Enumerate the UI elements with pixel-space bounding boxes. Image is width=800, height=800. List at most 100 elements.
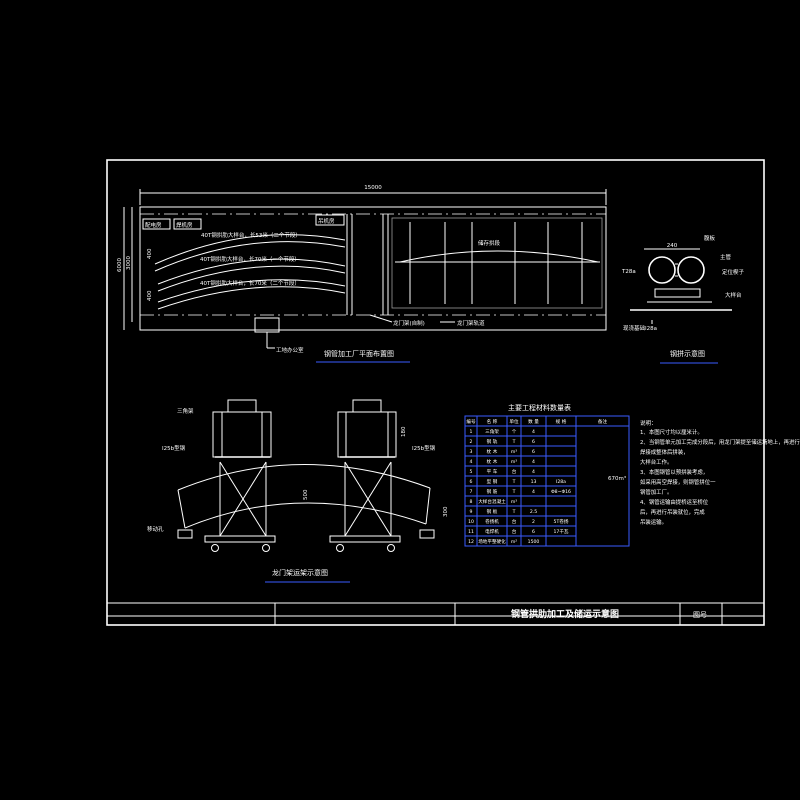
- splice-platform: 大样台: [725, 291, 742, 299]
- table-cell: T: [512, 489, 516, 495]
- notes-line: 大样台工作。: [640, 458, 672, 466]
- table-cell: 钢 轨: [487, 438, 498, 445]
- tag-welder-room: 焊机房: [176, 221, 193, 229]
- table-cell: m²: [511, 540, 517, 545]
- splice-left-label: T28a: [621, 269, 636, 275]
- table-cell: 三角架: [485, 428, 499, 435]
- table-cell: 9: [470, 509, 473, 515]
- table-cell: 2.5: [530, 509, 537, 515]
- office-label: 工地办公室: [276, 346, 304, 354]
- notes-line: 4、钢管运输由提桥运至桥位: [640, 498, 709, 506]
- table-cell: 台: [512, 518, 517, 525]
- splice-detail: 240 腹板 T28a 主管 定位楔子 大样台 现浇基础I28a 钢拼示意图: [621, 234, 745, 364]
- gantry-span: 500: [303, 489, 309, 500]
- table-merged-note-a: 670m³: [608, 475, 626, 482]
- table-cell: 2: [532, 519, 535, 525]
- table-cell: 4: [532, 469, 535, 475]
- table-cell: T: [512, 509, 516, 515]
- gantry-dim-h2: 300: [443, 506, 449, 517]
- table-cell: 12: [468, 539, 474, 545]
- gantry-chain-left: [346, 214, 353, 315]
- table-cell: Φ8~Φ16: [551, 489, 571, 495]
- splice-dim: 240: [667, 243, 678, 249]
- table-cell: 平 车: [487, 468, 498, 475]
- steel-right-label: I25b型钢: [412, 444, 436, 452]
- table-header-cell: 单位: [509, 418, 519, 425]
- plan-height-outer: 6000: [117, 258, 123, 272]
- gantry-label: 龙门架(自制): [393, 319, 425, 327]
- table-cell: 1: [470, 429, 473, 435]
- table-cell: 型 钢: [487, 478, 498, 485]
- table-cell: 大样台混凝土: [478, 498, 506, 505]
- notes-line: 钢管加工厂。: [640, 488, 672, 496]
- table-cell: 枕 木: [487, 458, 498, 465]
- table-cell: m³: [511, 459, 517, 465]
- table-cell: 6: [532, 439, 535, 445]
- table-cell: 场地平整硬化: [478, 538, 506, 545]
- bed-row-1: 40T钢拱肋大样台，长53米（二个节段）: [201, 231, 301, 239]
- table-cell: 钢 板: [487, 508, 498, 515]
- table-cell: m³: [511, 449, 517, 455]
- table-cell: T: [512, 479, 516, 485]
- gantry-dim-h1: 180: [401, 426, 407, 437]
- table-header-cell: 数 量: [528, 418, 539, 425]
- storage-label: 储存拱段: [478, 239, 501, 247]
- plan-length-dim: 15000: [364, 185, 382, 191]
- table-cell: 台: [512, 468, 517, 475]
- table-cell: 电焊机: [485, 528, 499, 535]
- notes-line: 1、本图尺寸均以厘米计。: [640, 428, 703, 436]
- table-cell: 5T卷扬: [554, 518, 569, 525]
- table-cell: m³: [511, 499, 517, 505]
- track-label: 龙门架轨道: [457, 319, 485, 327]
- table-cell: 17千瓦: [553, 528, 568, 535]
- tag-power-room: 配电房: [145, 221, 162, 229]
- bed-row-3: 40T钢拱肋大样台，长70米（二个节段）: [200, 279, 300, 287]
- table-cell: 4: [532, 489, 535, 495]
- splice-caption: 钢拼示意图: [670, 349, 705, 358]
- gantry-caption: 龙门架运架示意图: [272, 568, 328, 577]
- table-title: 主要工程材料数量表: [508, 403, 571, 412]
- table-header-cell: 规 格: [556, 418, 567, 425]
- table-cell: 台: [512, 528, 517, 535]
- table-cell: 13: [531, 479, 537, 485]
- splice-base: 现浇基础I28a: [623, 324, 657, 332]
- plan-view: 15000 6000 3000 400 400 配电房 焊机房 吊机房 40T钢…: [117, 185, 607, 363]
- table-cell: 钢 筋: [487, 488, 498, 495]
- plan-caption: 钢管加工厂平面布置图: [324, 349, 394, 358]
- notes-line: 后，再进行吊装就位，完成: [640, 508, 705, 516]
- table-cell: 6: [532, 529, 535, 535]
- table-header-cell: 编号: [466, 418, 476, 425]
- notes-line: 如采用高空焊接，则钢管拼位一: [640, 478, 716, 486]
- plan-height-inner: 3000: [126, 256, 132, 270]
- table-cell: 卷扬机: [485, 518, 499, 525]
- table-cell: 8: [470, 499, 473, 505]
- table-cell: T: [512, 439, 516, 445]
- notes-line: 3、本图钢管以预拼装考虑，: [640, 468, 708, 476]
- title-block-label: 图号: [693, 611, 707, 619]
- table-cell: I28a: [556, 479, 566, 485]
- tripod-label: 三角架: [177, 407, 194, 415]
- splice-top-label: 腹板: [704, 234, 716, 242]
- plan-dim-b: 400: [147, 290, 153, 301]
- notes-heading: 说明：: [640, 419, 657, 427]
- bed-row-2: 40T钢拱肋大样台，长70米（一个节段）: [200, 255, 300, 263]
- gantry-chain-right: [382, 214, 389, 315]
- splice-fixture: 定位楔子: [722, 268, 745, 276]
- table-cell: 枕 木: [487, 448, 498, 455]
- table-header-cell: 备注: [598, 418, 608, 425]
- table-cell: 4: [470, 459, 473, 465]
- title-block-title: 钢管拱肋加工及储运示意图: [511, 608, 619, 620]
- table-cell: 4: [532, 429, 535, 435]
- lift-label: 移动孔: [147, 525, 164, 533]
- table-cell: 2: [470, 439, 473, 445]
- splice-main-tube: 主管: [720, 253, 732, 261]
- table-cell: 11: [468, 529, 474, 535]
- table-cell: 6: [532, 449, 535, 455]
- table-header-cell: 名 称: [487, 418, 498, 425]
- steel-left-label: I25b型钢: [162, 444, 186, 452]
- table-cell: 个: [512, 429, 517, 435]
- notes-block: 说明： 1、本图尺寸均以厘米计。2、当钢管单元加工完成分段后，用龙门架提至储运场…: [640, 419, 800, 526]
- table-cell: 6: [470, 479, 473, 485]
